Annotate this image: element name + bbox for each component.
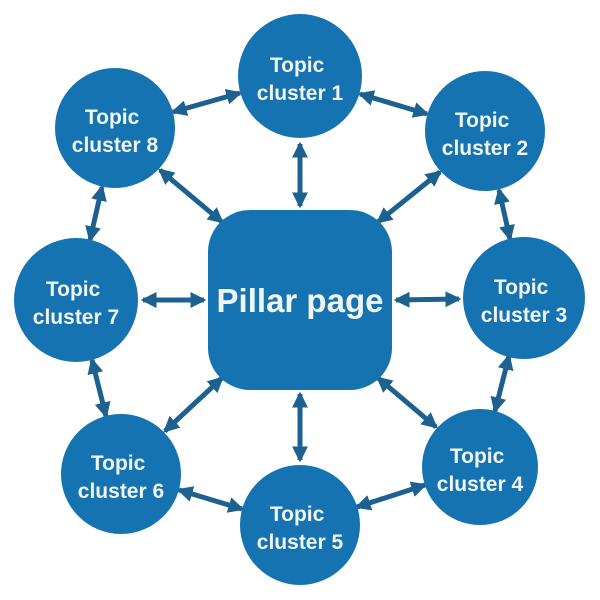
cluster-node-7-label: Topic cluster 7 [33, 278, 119, 329]
cluster-node-7 [14, 238, 138, 362]
cluster-8-label-line-1: Topic [85, 106, 140, 129]
cluster-node-6 [61, 414, 181, 534]
cluster-6-label-line-2: cluster 6 [78, 480, 164, 503]
cluster-node-5-label: Topic cluster 5 [257, 503, 344, 554]
edge-pillar-cluster-8 [158, 168, 224, 224]
cluster-5-label-line-1: Topic [270, 503, 325, 526]
cluster-2-label-line-2: cluster 2 [442, 137, 528, 160]
edge-cluster-8-cluster-1 [170, 89, 243, 116]
cluster-node-2-label: Topic cluster 2 [442, 109, 528, 160]
pillar-page-node [208, 210, 392, 390]
cluster-1-label-line-2: cluster 1 [257, 82, 344, 105]
cluster-node-6-label: Topic cluster 6 [78, 452, 164, 503]
cluster-6-label-line-1: Topic [91, 452, 146, 475]
cluster-7-label-line-1: Topic [46, 278, 101, 301]
edge-cluster-5-cluster-6 [176, 486, 245, 513]
cluster-node-8 [55, 68, 175, 188]
edge-cluster-7-cluster-8 [85, 184, 107, 243]
cluster-1-label-line-1: Topic [270, 54, 325, 77]
cluster-4-label-line-1: Topic [450, 445, 505, 468]
edge-cluster-6-cluster-7 [87, 357, 111, 419]
edge-pillar-cluster-6 [163, 376, 224, 433]
cluster-node-5 [240, 465, 360, 585]
cluster-node-4-label: Topic cluster 4 [437, 445, 524, 496]
edge-cluster-3-cluster-4 [490, 353, 514, 414]
edge-cluster-2-cluster-3 [494, 187, 515, 242]
cluster-node-3 [463, 237, 585, 359]
cluster-node-4 [422, 409, 538, 525]
cluster-node-1-label: Topic cluster 1 [257, 54, 344, 105]
edge-pillar-cluster-2 [376, 170, 442, 224]
cluster-node-1 [238, 14, 362, 138]
cluster-node-8-label: Topic cluster 8 [72, 106, 159, 157]
edge-pillar-cluster-3 [393, 291, 462, 308]
cluster-8-label-line-2: cluster 8 [72, 134, 159, 157]
pillar-page-label: Pillar page [217, 282, 384, 319]
cluster-2-label-line-1: Topic [455, 109, 510, 132]
edge-cluster-4-cluster-5 [354, 481, 428, 511]
cluster-node-3-label: Topic cluster 3 [481, 276, 567, 327]
cluster-3-label-line-1: Topic [494, 276, 549, 299]
edge-pillar-cluster-4 [376, 376, 438, 429]
edge-cluster-1-cluster-2 [357, 90, 430, 118]
cluster-node-2 [425, 71, 545, 191]
cluster-5-label-line-2: cluster 5 [257, 531, 344, 554]
cluster-7-label-line-2: cluster 7 [33, 306, 119, 329]
cluster-4-label-line-2: cluster 4 [437, 473, 524, 496]
cluster-3-label-line-2: cluster 3 [481, 304, 567, 327]
